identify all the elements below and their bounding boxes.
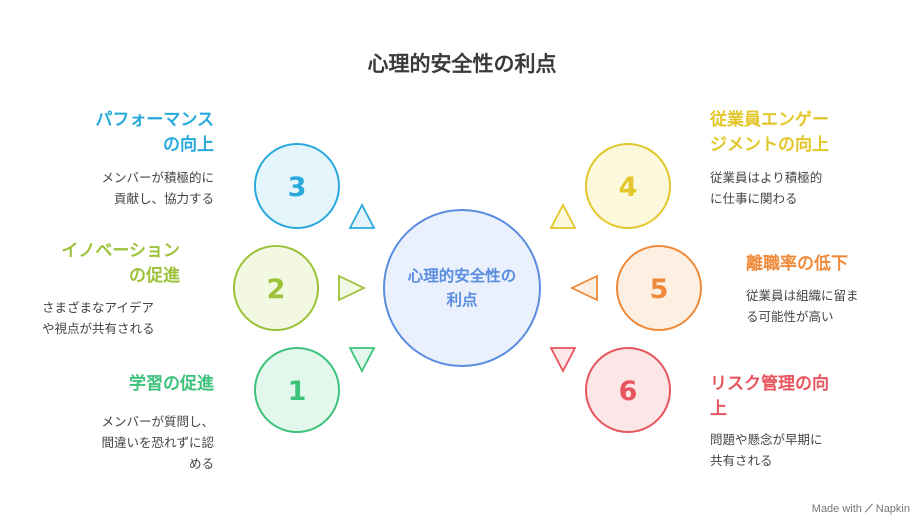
diagram-title: 心理的安全性の利点 — [367, 52, 557, 76]
label-1-heading-line1: 学習の促進 — [129, 374, 214, 394]
label-3-desc: メンバーが積極的に 貢献し、協力する — [101, 167, 214, 209]
node-3-number: 3 — [288, 172, 307, 203]
label-4-desc-line2: に仕事に関わる — [710, 191, 798, 206]
label-6-heading: リスク管理の向 上 — [710, 372, 829, 422]
center-circle — [383, 209, 541, 367]
label-4-desc: 従業員はより積極的 に仕事に関わる — [710, 167, 822, 209]
label-5-desc: 従業員は組織に留ま る可能性が高い — [746, 285, 859, 327]
arrow-4-icon — [549, 203, 577, 229]
footer-prefix: Made with — [811, 503, 862, 515]
arrow-1-icon — [348, 347, 376, 373]
node-6: 6 — [549, 347, 671, 433]
node-4-number: 4 — [619, 172, 638, 203]
label-4-desc-line1: 従業員はより積極的 — [710, 170, 823, 185]
label-5-desc-line1: 従業員は組織に留ま — [746, 288, 859, 303]
label-5-desc-line2: る可能性が高い — [746, 309, 834, 324]
label-3-desc-line2: 貢献し、協力する — [113, 191, 214, 206]
label-6-desc-line2: 共有される — [710, 453, 773, 468]
label-1-heading: 学習の促進 — [129, 372, 214, 397]
napkin-footer[interactable]: Made with ⟋ Napkin — [812, 503, 910, 516]
label-1-desc-line2: 間違いを恐れずに認 — [101, 435, 214, 450]
center-label-line1: 心理的安全性の — [408, 266, 517, 285]
label-3-heading-line2: の向上 — [163, 135, 214, 155]
label-2-heading: イノベーション の促進 — [61, 239, 180, 289]
label-4-heading: 従業員エンゲー ジメントの向上 — [710, 108, 829, 158]
label-1-desc-line3: める — [188, 456, 214, 471]
node-4: 4 — [549, 143, 671, 229]
label-6-heading-line2: 上 — [710, 399, 727, 419]
node-1-number: 1 — [288, 376, 307, 407]
napkin-logo-icon: ⟋ — [864, 503, 873, 515]
label-5-heading: 離職率の低下 — [746, 252, 848, 277]
node-5-number: 5 — [650, 274, 669, 305]
label-2-desc: さまざまなアイデア や視点が共有される — [42, 297, 155, 339]
label-6-desc: 問題や懸念が早期に 共有される — [710, 429, 823, 471]
label-5-heading-line1: 離職率の低下 — [746, 254, 848, 274]
node-2-number: 2 — [267, 274, 286, 305]
label-3-desc-line1: メンバーが積極的に — [101, 170, 214, 185]
arrow-5-icon — [569, 274, 598, 302]
label-2-heading-line2: の促進 — [129, 266, 180, 286]
node-1: 1 — [254, 347, 376, 433]
node-3: 3 — [254, 143, 376, 229]
node-5: 5 — [569, 245, 702, 331]
node-6-number: 6 — [619, 376, 638, 407]
center-label-line2: 利点 — [446, 290, 478, 309]
label-2-heading-line1: イノベーション — [61, 241, 180, 261]
label-3-heading-line1: パフォーマンス — [95, 110, 214, 130]
label-4-heading-line2: ジメントの向上 — [710, 135, 829, 155]
label-4-heading-line1: 従業員エンゲー — [710, 110, 829, 130]
label-6-desc-line1: 問題や懸念が早期に — [710, 432, 823, 447]
arrow-6-icon — [549, 347, 577, 373]
label-1-desc-line1: メンバーが質問し、 — [101, 414, 214, 429]
label-3-heading: パフォーマンス の向上 — [95, 108, 214, 158]
footer-brand: Napkin — [875, 503, 910, 515]
node-2: 2 — [233, 245, 367, 331]
label-2-desc-line1: さまざまなアイデア — [42, 300, 154, 315]
label-1-desc: メンバーが質問し、 間違いを恐れずに認 める — [101, 411, 214, 474]
arrow-3-icon — [348, 203, 376, 229]
label-2-desc-line2: や視点が共有される — [42, 321, 155, 336]
label-6-heading-line1: リスク管理の向 — [710, 374, 829, 394]
arrow-2-icon — [338, 274, 367, 302]
